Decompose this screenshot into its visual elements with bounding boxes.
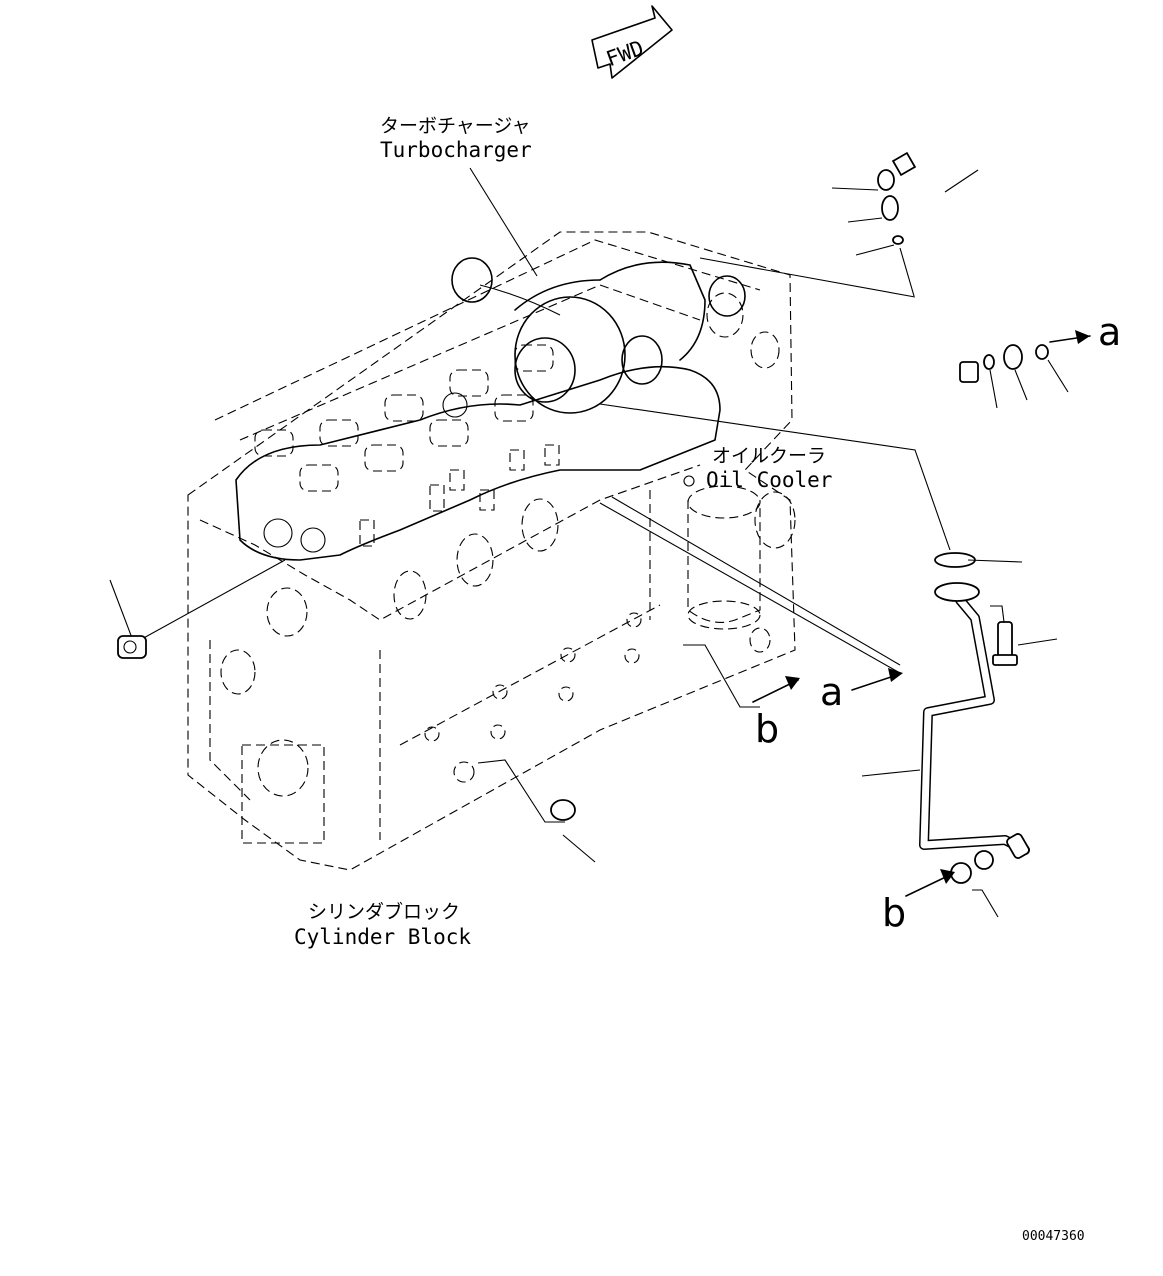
ref-b-lower: b	[882, 891, 906, 935]
ref-b-left: b	[755, 707, 779, 751]
turbocharger	[235, 257, 746, 561]
cylinder-block-label: Cylinder Block	[294, 925, 471, 949]
drawing-number: 00047360	[1022, 1229, 1085, 1244]
leader-lines	[109, 167, 951, 863]
oil-feed-tube	[876, 147, 979, 383]
oil-return-tube	[861, 552, 1058, 918]
oil-cooler-housing	[683, 475, 796, 630]
head-bolt-pads	[254, 344, 554, 492]
cylinder-block-outline	[187, 231, 796, 871]
ref-a-upper: a	[1098, 310, 1121, 354]
turbocharger-label-jp: ターボチャージャ	[380, 115, 530, 137]
oil-cooler-label-jp: オイルクーラ	[712, 445, 826, 467]
stud-bolts	[359, 444, 560, 547]
oil-cooler-label: Oil Cooler	[706, 468, 832, 492]
cylinder-block-label-jp: シリンダブロック	[308, 900, 460, 923]
turbocharger-label: Turbocharger	[380, 138, 532, 162]
fwd-arrow-icon: FWD	[591, 5, 673, 79]
ref-arrows	[752, 330, 1091, 897]
cap-plug	[117, 635, 576, 821]
gallery-plugs	[424, 612, 642, 783]
fwd-label: FWD	[603, 36, 647, 72]
feed-fittings	[831, 169, 1069, 409]
ref-a-lower: a	[820, 670, 843, 714]
